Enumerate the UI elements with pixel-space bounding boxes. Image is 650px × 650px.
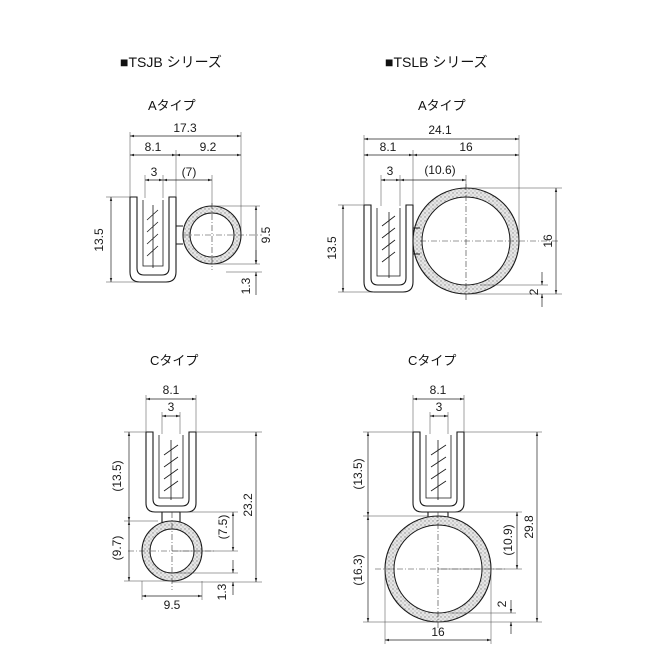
- tslb-c-wall: 2: [495, 600, 509, 607]
- tsjb-c-top-width: 8.1: [163, 383, 180, 397]
- tsjb-a-title: Aタイプ: [148, 98, 196, 113]
- tsjb-c-diagram: 8.1 3 (13.5) (9.7) 23.2 (7.5) 9.5 1.3: [110, 383, 262, 612]
- tsjb-a-wall: 1.3: [239, 277, 253, 294]
- tslb-a-left-width: 8.1: [380, 140, 397, 154]
- tslb-a-right-width: 16: [459, 140, 473, 154]
- tsjb-a-total-width: 17.3: [173, 121, 197, 135]
- tsjb-a-clip-profile: [129, 196, 177, 283]
- tslb-a-clip-profile: [363, 204, 414, 293]
- tsjb-a-slot: 3: [151, 165, 158, 179]
- tsjb-c-total-height: 23.2: [241, 493, 255, 517]
- tslb-c-bulb-radius: (16.3): [351, 554, 365, 585]
- tsjb-c-bulb-width: 9.5: [164, 598, 181, 612]
- tslb-c-bulb-width: 16: [431, 625, 445, 639]
- tslb-a-height: 13.5: [325, 236, 339, 260]
- tslb-a-total-width: 24.1: [428, 123, 452, 137]
- tsjb-c-wall: 1.3: [215, 583, 229, 600]
- series-title-tsjb: ■TSJB シリーズ: [120, 54, 222, 70]
- tslb-a-wall: 2: [527, 288, 541, 295]
- tslb-c-total-height: 29.8: [522, 515, 536, 539]
- tslb-c-bulb-height: (10.9): [501, 524, 515, 555]
- tsjb-a-right-width: 9.2: [200, 140, 217, 154]
- tslb-c-diagram: 8.1 3 (13.5) (16.3) 29.8 (10.9) 16 2: [351, 383, 542, 644]
- tslb-a-dimensions: 24.1 8.1 16 3 (10.6) 13.5 16 2: [325, 123, 562, 307]
- tslb-c-clip-profile: [412, 431, 465, 528]
- tslb-c-top-width: 8.1: [430, 383, 447, 397]
- tsjb-a-height: 13.5: [92, 228, 106, 252]
- tsjb-a-diagram: 17.3 8.1 9.2 3 (7) 13.5 9.5 1.3: [92, 121, 273, 295]
- tsjb-a-dimensions: 17.3 8.1 9.2 3 (7) 13.5 9.5 1.3: [92, 121, 273, 295]
- tslb-c-title: Cタイプ: [408, 353, 457, 368]
- tslb-a-title: Aタイプ: [418, 98, 466, 113]
- tsjb-c-slot: 3: [168, 400, 175, 414]
- tsjb-c-bulb-radius: (9.7): [110, 536, 124, 561]
- tslb-a-bulb-offset: (10.6): [424, 163, 455, 177]
- tsjb-c-clip-profile: [145, 431, 197, 524]
- tsjb-c-clip-height: (13.5): [110, 460, 124, 491]
- tsjb-c-bulb-height: (7.5): [216, 515, 230, 540]
- tslb-a-slot: 3: [387, 164, 394, 178]
- tslb-a-bulb-diameter: 16: [541, 234, 555, 248]
- tslb-c-slot: 3: [436, 400, 443, 414]
- series-title-tslb: ■TSLB シリーズ: [385, 54, 488, 70]
- tsjb-a-bulb-offset: (7): [182, 165, 197, 179]
- tsjb-c-dimensions: 8.1 3 (13.5) (9.7) 23.2 (7.5) 9.5 1.3: [110, 383, 262, 612]
- tslb-c-dimensions: 8.1 3 (13.5) (16.3) 29.8 (10.9) 16 2: [351, 383, 542, 644]
- tsjb-c-title: Cタイプ: [150, 353, 199, 368]
- tsjb-a-bulb-diameter: 9.5: [259, 226, 273, 243]
- tsjb-a-left-width: 8.1: [145, 140, 162, 154]
- tslb-a-diagram: 24.1 8.1 16 3 (10.6) 13.5 16 2: [325, 123, 562, 307]
- tslb-c-clip-height: (13.5): [351, 458, 365, 489]
